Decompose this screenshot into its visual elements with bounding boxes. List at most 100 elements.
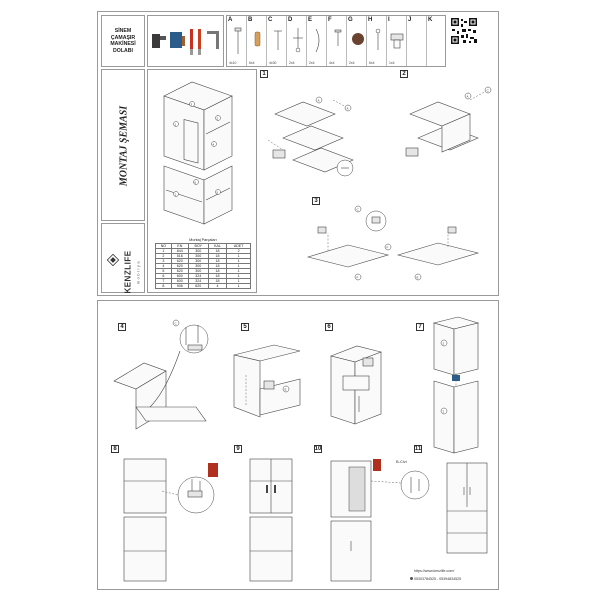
nail-icon bbox=[274, 30, 282, 50]
brand-name: KENZLIFE bbox=[123, 250, 133, 294]
step-number: 8 bbox=[111, 445, 119, 453]
step-11-illustration bbox=[446, 462, 488, 554]
wood-screw-icon bbox=[375, 28, 381, 50]
part-letter: K bbox=[428, 17, 433, 23]
step-number: 1 bbox=[260, 70, 268, 78]
handle-icon bbox=[315, 28, 320, 53]
svg-text:F: F bbox=[387, 246, 389, 250]
logo-mark-icon bbox=[106, 253, 120, 267]
part-qty: 4x30 bbox=[269, 61, 277, 65]
drill-icon bbox=[152, 34, 160, 48]
cabinet-overview-panel: 1 2 4 3 1 5 6 bbox=[147, 69, 257, 293]
parts-table-title: Montaj Parçaları bbox=[189, 238, 217, 242]
drill-icon bbox=[208, 463, 218, 477]
small-screw-icon bbox=[334, 29, 342, 46]
product-title: SİNEM ÇAMAŞIR MAKİNESİ DOLABI bbox=[101, 15, 145, 67]
step-number: 5 bbox=[241, 323, 249, 331]
allen-key-icon bbox=[207, 31, 219, 34]
step-8-illustration bbox=[123, 458, 218, 582]
title-line: SİNEM bbox=[114, 28, 132, 34]
tools-illustration bbox=[152, 29, 219, 55]
title-line: MAKİNESİ bbox=[110, 41, 136, 47]
part-qty: 1x4 bbox=[389, 61, 395, 65]
drill-icon bbox=[405, 147, 419, 157]
screwdriver-icon bbox=[373, 459, 381, 471]
part-letter: E bbox=[308, 17, 313, 23]
svg-text:C: C bbox=[357, 208, 360, 212]
cabinet-exploded-view: 1 2 4 3 1 5 6 bbox=[163, 81, 233, 225]
title-line: ÇAMAŞIR bbox=[110, 34, 136, 41]
step-number: 2 bbox=[400, 70, 408, 78]
step-1-illustration: A A bbox=[267, 96, 354, 177]
qr-code-icon[interactable] bbox=[450, 17, 478, 45]
part-letter: F bbox=[328, 17, 332, 23]
part-qty: 4x10 bbox=[229, 61, 237, 65]
part-letter: D bbox=[288, 17, 293, 23]
assembly-sheet-top: SİNEM ÇAMAŞIR MAKİNESİ DOLABI A 4x10 B 6… bbox=[97, 11, 499, 296]
part-cell: D 2x4 bbox=[287, 16, 307, 66]
svg-text:A: A bbox=[467, 95, 469, 99]
part-letter: A bbox=[228, 17, 233, 23]
svg-text:1: 1 bbox=[175, 123, 177, 127]
part-qty: 2x4 bbox=[349, 61, 355, 65]
svg-text:A: A bbox=[318, 99, 320, 103]
step-6-illustration bbox=[330, 345, 382, 425]
cam-lock-icon bbox=[352, 33, 364, 45]
svg-text:E: E bbox=[285, 388, 287, 392]
step-7-illustration: 2 2 bbox=[432, 316, 480, 454]
part-letter: J bbox=[408, 17, 412, 23]
screwdriver-icon bbox=[190, 29, 193, 49]
part-cell: I 1x4 bbox=[387, 16, 407, 66]
svg-text:C: C bbox=[175, 322, 178, 326]
cam-bolt-icon bbox=[293, 28, 303, 53]
part-cell: F 4x4 bbox=[327, 16, 347, 66]
step-number: 7 bbox=[416, 323, 424, 331]
part-letter: C bbox=[268, 17, 273, 23]
brand-logo-panel: KENZLIFE mobilya bbox=[101, 223, 145, 294]
part-cell: C 4x30 bbox=[267, 16, 287, 66]
hammer-icon bbox=[170, 32, 182, 48]
part-cell: A 4x10 bbox=[227, 16, 247, 66]
svg-text:1: 1 bbox=[175, 193, 177, 197]
part-letter: H bbox=[368, 17, 373, 23]
part-qty: 6x4 bbox=[369, 61, 375, 65]
tools-panel bbox=[147, 15, 224, 67]
step-number: 4 bbox=[118, 323, 126, 331]
assembly-diagram-title: MONTAJ ŞEMASI bbox=[118, 105, 130, 187]
step-number: 10 bbox=[314, 445, 322, 453]
website-link[interactable]: https://www.kenzlife.com/ bbox=[414, 569, 455, 573]
dowel-icon bbox=[254, 31, 261, 47]
step-3-illustration: C F F E bbox=[306, 205, 480, 281]
part-qty: 2x4 bbox=[289, 61, 295, 65]
step-number: 3 bbox=[312, 197, 320, 205]
step-9-illustration bbox=[249, 458, 293, 582]
part-letter: I bbox=[388, 17, 390, 23]
svg-text:4: 4 bbox=[213, 143, 215, 147]
svg-text:E: E bbox=[417, 276, 419, 280]
step-10-illustration: B-Civi bbox=[330, 459, 430, 582]
part-cell: B 6x4 bbox=[247, 16, 267, 66]
part-letter: B bbox=[248, 17, 253, 23]
svg-text:6: 6 bbox=[195, 181, 197, 185]
drill-icon bbox=[272, 149, 286, 159]
svg-text:2: 2 bbox=[443, 410, 445, 414]
svg-text:2: 2 bbox=[443, 342, 445, 346]
drill-icon bbox=[317, 226, 327, 234]
vertical-title-panel: MONTAJ ŞEMASI bbox=[101, 69, 145, 221]
brand-subtitle: mobilya bbox=[135, 259, 141, 285]
step-number: 11 bbox=[414, 445, 422, 453]
part-cell: H 6x4 bbox=[367, 16, 387, 66]
svg-text:3: 3 bbox=[191, 103, 193, 107]
step-2-illustration: C A bbox=[405, 86, 492, 157]
part-letter: G bbox=[348, 17, 353, 23]
part-qty: 2x4 bbox=[309, 61, 315, 65]
part-cell: J bbox=[407, 16, 427, 66]
part-cell: G 2x4 bbox=[347, 16, 367, 66]
svg-text:A: A bbox=[347, 107, 349, 111]
assembly-sheet-bottom: 4 C 5 E 6 7 2 2 bbox=[97, 300, 499, 590]
part-cell: E 2x4 bbox=[307, 16, 327, 66]
part-cell: K bbox=[427, 16, 447, 66]
step-5-illustration: E bbox=[233, 344, 301, 418]
